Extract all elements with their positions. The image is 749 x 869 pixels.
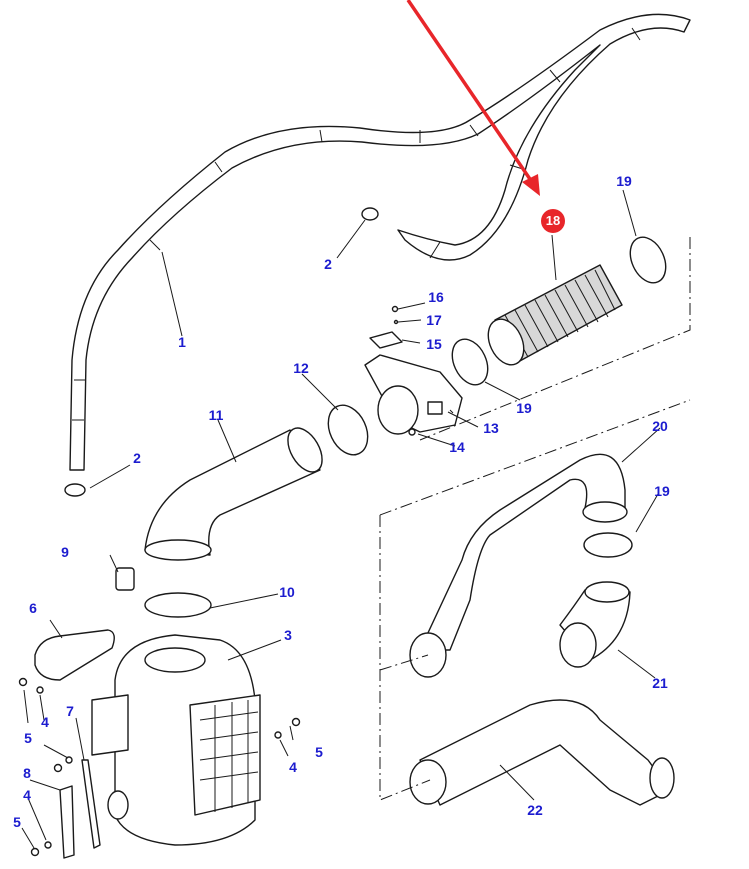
part-9-bushing[interactable] <box>115 567 135 591</box>
part-3-air-cleaner[interactable] <box>91 634 261 846</box>
callout-14[interactable]: 14 <box>449 439 465 455</box>
callout-19[interactable]: 19 <box>654 483 670 499</box>
callout-2[interactable]: 2 <box>324 256 332 272</box>
highlight-arrow <box>406 0 540 196</box>
callout-1[interactable]: 1 <box>178 334 186 350</box>
callout-3[interactable]: 3 <box>284 627 292 643</box>
part-15-bracket[interactable] <box>369 331 403 349</box>
assembly-centerlines <box>379 237 691 801</box>
part-22-pipe[interactable] <box>409 699 675 806</box>
callout-9[interactable]: 9 <box>61 544 69 560</box>
callout-21[interactable]: 21 <box>652 675 668 691</box>
part-8-drain-valve[interactable] <box>59 785 75 859</box>
leader-lines <box>21 189 661 849</box>
part-17-washer[interactable] <box>393 319 399 325</box>
part-11-elbow-hose[interactable] <box>144 422 329 561</box>
callout-4[interactable]: 4 <box>289 759 297 775</box>
callout-19[interactable]: 19 <box>516 400 532 416</box>
part-2-hose-clamp[interactable] <box>64 207 379 497</box>
part-4-nut[interactable] <box>36 686 282 849</box>
callout-11[interactable]: 11 <box>208 407 224 423</box>
part-21-elbow[interactable] <box>559 581 631 668</box>
part-7-strap[interactable] <box>81 759 101 849</box>
callout-5[interactable]: 5 <box>315 744 323 760</box>
part-16-screw[interactable] <box>391 305 399 313</box>
part-19-clamp[interactable] <box>445 231 672 558</box>
part-5-bolt[interactable] <box>18 677 301 857</box>
callout-8[interactable]: 8 <box>23 765 31 781</box>
callout-19[interactable]: 19 <box>616 173 632 189</box>
callout-4[interactable]: 4 <box>41 714 49 730</box>
callout-4[interactable]: 4 <box>23 787 31 803</box>
callout-10[interactable]: 10 <box>279 584 295 600</box>
part-18-corrugated-hose[interactable] <box>481 264 623 371</box>
callout-22[interactable]: 22 <box>527 802 543 818</box>
callout-18-highlighted[interactable]: 18 <box>541 209 565 233</box>
part-14-screw[interactable] <box>408 428 416 436</box>
callout-17[interactable]: 17 <box>426 312 442 328</box>
part-20-pipe[interactable] <box>409 453 628 678</box>
callout-20[interactable]: 20 <box>652 418 668 434</box>
callout-5[interactable]: 5 <box>24 730 32 746</box>
callout-6[interactable]: 6 <box>29 600 37 616</box>
callout-7[interactable]: 7 <box>66 703 74 719</box>
part-10-clamp[interactable] <box>144 592 212 618</box>
callout-13[interactable]: 13 <box>483 420 499 436</box>
part-13-sensor-housing[interactable] <box>364 354 463 435</box>
callout-12[interactable]: 12 <box>293 360 309 376</box>
part-6-gasket[interactable] <box>34 629 115 681</box>
callout-2[interactable]: 2 <box>133 450 141 466</box>
callout-16[interactable]: 16 <box>428 289 444 305</box>
part-1-intake-pipe[interactable] <box>69 13 691 471</box>
callout-15[interactable]: 15 <box>426 336 442 352</box>
part-12-clamp[interactable] <box>321 399 376 461</box>
callout-5[interactable]: 5 <box>13 814 21 830</box>
